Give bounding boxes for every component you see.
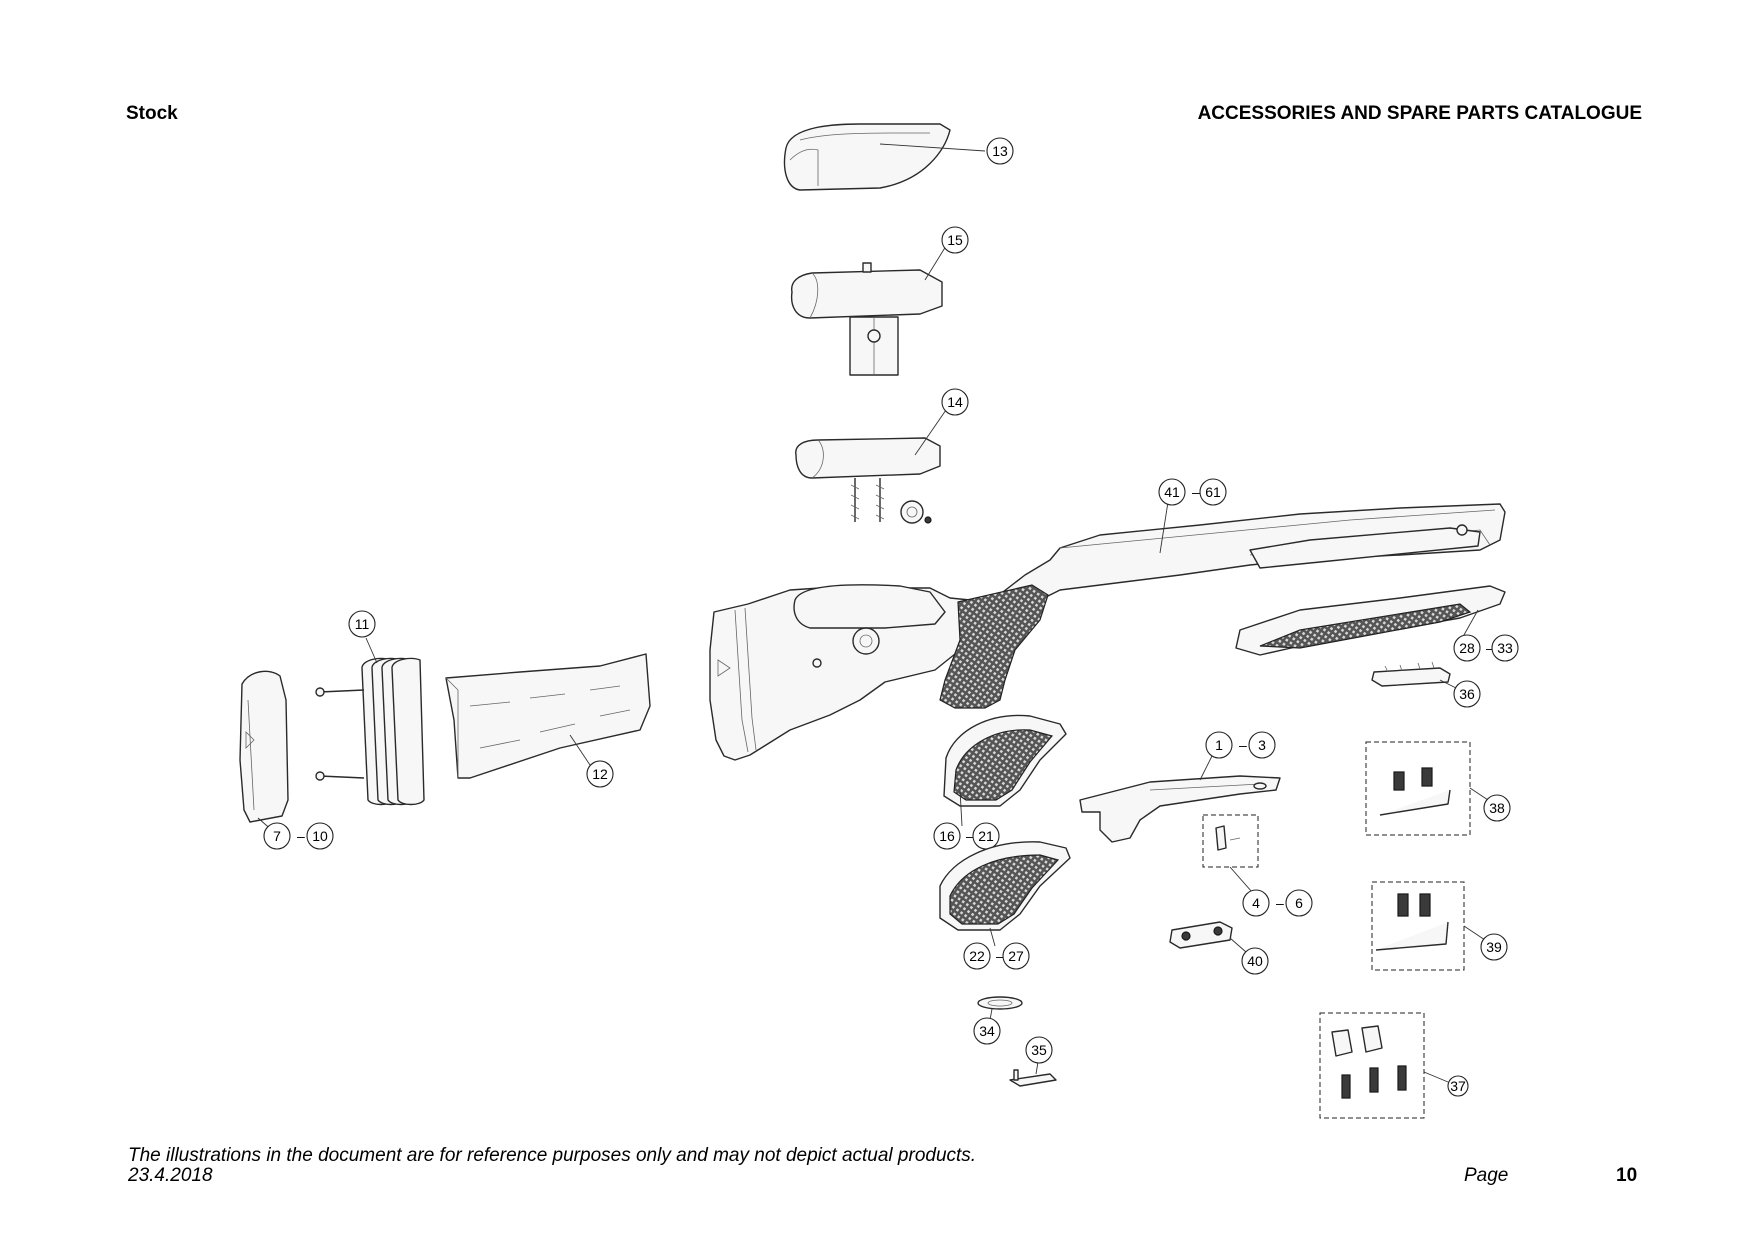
svg-text:21: 21 — [978, 828, 994, 844]
callout-21: 21 — [972, 822, 1000, 850]
accessory-rail-part — [1371, 661, 1461, 691]
callout-40: 40 — [1241, 947, 1269, 975]
svg-text:37: 37 — [1450, 1078, 1466, 1094]
range-dash: – — [966, 828, 974, 844]
hex-key-set-39-part — [1371, 881, 1486, 971]
sling-swivel-base-part — [1169, 921, 1247, 953]
svg-text:27: 27 — [1008, 948, 1024, 964]
svg-text:38: 38 — [1489, 800, 1505, 816]
callout-1: 1 — [1205, 731, 1233, 759]
callout-37: 37 — [1447, 1075, 1469, 1097]
svg-text:35: 35 — [1031, 1042, 1047, 1058]
callout-10: 10 — [306, 822, 334, 850]
callout-14: 14 — [941, 388, 969, 416]
callout-39: 39 — [1480, 933, 1508, 961]
callout-36: 36 — [1453, 680, 1481, 708]
callout-61: 61 — [1199, 478, 1227, 506]
callout-6: 6 — [1285, 889, 1313, 917]
cheekpiece-with-screws-part — [795, 409, 947, 524]
range-dash: – — [1192, 484, 1200, 500]
cheekpiece-cover-part — [783, 123, 986, 191]
svg-text:6: 6 — [1295, 895, 1303, 911]
svg-text:4: 4 — [1252, 895, 1260, 911]
hex-key-set-38-part — [1365, 741, 1489, 836]
swivel-screw-set-part — [1319, 1012, 1449, 1119]
range-dash: – — [297, 828, 305, 844]
svg-text:61: 61 — [1205, 484, 1221, 500]
callout-7: 7 — [263, 822, 291, 850]
stock-extension-part — [445, 653, 651, 779]
svg-text:10: 10 — [312, 828, 328, 844]
callout-34: 34 — [973, 1017, 1001, 1045]
page-number: 10 — [1616, 1165, 1638, 1186]
butt-spacers-part — [315, 637, 425, 806]
grip-insert-lower-part — [939, 841, 1071, 947]
svg-text:22: 22 — [969, 948, 985, 964]
ring-part — [977, 996, 1023, 1021]
callout-27: 27 — [1002, 942, 1030, 970]
callout-4: 4 — [1242, 889, 1270, 917]
page-label: Page — [1464, 1165, 1509, 1186]
catalogue-title: ACCESSORIES AND SPARE PARTS CATALOGUE — [1197, 103, 1642, 124]
document-date: 23.4.2018 — [128, 1165, 213, 1186]
disclaimer-text: The illustrations in the document are fo… — [128, 1145, 977, 1166]
svg-text:12: 12 — [592, 766, 608, 782]
range-dash: – — [1276, 895, 1284, 911]
section-title: Stock — [126, 103, 178, 124]
callout-12: 12 — [586, 760, 614, 788]
callout-22: 22 — [963, 942, 991, 970]
clip-part — [1009, 1061, 1057, 1087]
svg-text:40: 40 — [1247, 953, 1263, 969]
main-stock-part — [709, 501, 1506, 761]
svg-text:13: 13 — [992, 143, 1008, 159]
range-dash: – — [1239, 737, 1247, 753]
svg-text:16: 16 — [939, 828, 955, 844]
callout-28: 28 — [1453, 634, 1481, 662]
svg-text:28: 28 — [1459, 640, 1475, 656]
callout-38: 38 — [1483, 794, 1511, 822]
callout-13: 13 — [986, 137, 1014, 165]
callout-3: 3 — [1248, 731, 1276, 759]
callout-41: 41 — [1158, 478, 1186, 506]
svg-text:34: 34 — [979, 1023, 995, 1039]
range-dash: – — [1486, 640, 1494, 656]
adjustable-cheekpiece-part — [790, 245, 947, 376]
range-dash: – — [996, 948, 1004, 964]
svg-text:41: 41 — [1164, 484, 1180, 500]
callout-33: 33 — [1491, 634, 1519, 662]
svg-text:36: 36 — [1459, 686, 1475, 702]
svg-text:11: 11 — [355, 616, 370, 632]
svg-text:1: 1 — [1215, 737, 1223, 753]
svg-text:15: 15 — [947, 232, 963, 248]
callout-35: 35 — [1025, 1036, 1053, 1064]
svg-text:3: 3 — [1258, 737, 1266, 753]
svg-text:33: 33 — [1497, 640, 1513, 656]
fore-end-insert-part — [1235, 585, 1506, 656]
svg-text:39: 39 — [1486, 939, 1502, 955]
svg-text:7: 7 — [273, 828, 281, 844]
svg-text:14: 14 — [947, 394, 963, 410]
callout-16: 16 — [933, 822, 961, 850]
callout-11: 11 — [348, 610, 376, 638]
trigger-guard-part — [1079, 755, 1281, 843]
grip-insert-upper-part — [943, 714, 1067, 827]
sling-insert-box-part — [1202, 814, 1259, 893]
butt-pad-part — [239, 670, 289, 833]
callout-15: 15 — [941, 226, 969, 254]
